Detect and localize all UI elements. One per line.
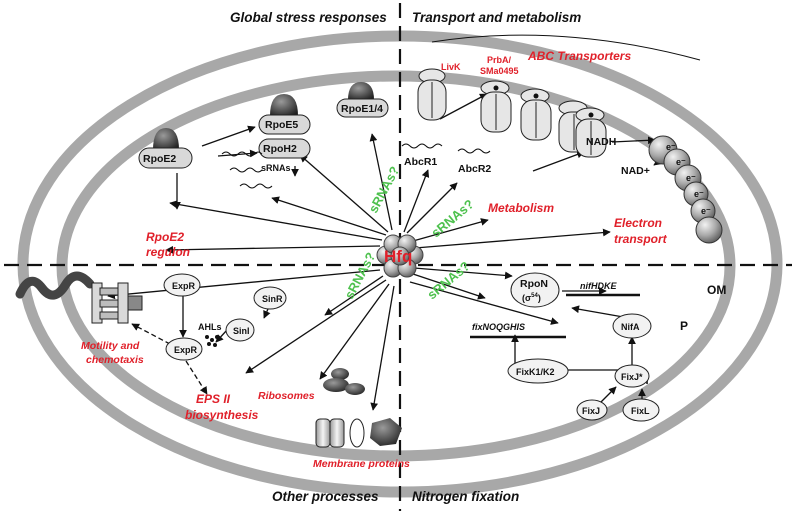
label-abc-transporters: ABC Transporters [527, 49, 631, 63]
title-transport-metabolism: Transport and metabolism [412, 10, 581, 25]
label-nadh: NADH [586, 136, 616, 148]
label-ribosomes: Ribosomes [258, 390, 315, 402]
label-nifhdke: nifHDKE [580, 281, 617, 291]
label-metabolism: Metabolism [488, 201, 554, 215]
label-expr-1: ExpR [172, 281, 196, 291]
label-livk: LivK [441, 62, 461, 72]
label-srnas-top-right: sRNAs? [428, 196, 476, 240]
flagellum [15, 271, 143, 324]
label-electron-transport-1: Electron [614, 216, 662, 230]
label-nifa: NifA [621, 322, 640, 332]
rpon-complex: RpoN (σ54) [510, 272, 560, 308]
title-other-processes: Other processes [272, 489, 379, 504]
label-abcr2: AbcR2 [458, 163, 491, 175]
electron-labels: e⁻ e⁻ e⁻ e⁻ e⁻ [666, 142, 711, 216]
svg-text:e⁻: e⁻ [666, 142, 676, 152]
dashed-arrows [131, 323, 208, 395]
label-motility-2: chemotaxis [86, 354, 144, 366]
label-fixl: FixL [631, 406, 650, 416]
label-membrane-proteins: Membrane proteins [313, 458, 410, 470]
hfq-hexamer [376, 234, 424, 278]
label-rpoh2: RpoH2 [263, 143, 297, 155]
label-motility-1: Motility and [81, 340, 140, 352]
srna-squiggles [221, 151, 273, 189]
label-rpoe14: RpoE1/4 [341, 103, 383, 115]
ribosomes-icon [323, 368, 365, 395]
rpoE14-blob [348, 82, 374, 100]
transporter-5 [575, 107, 607, 158]
transporter-3 [520, 88, 552, 141]
svg-text:e⁻: e⁻ [694, 189, 704, 199]
label-rpoe2-regulon-1: RpoE2 [146, 230, 184, 244]
label-rpoe2-regulon-2: regulon [146, 245, 190, 259]
abcr-squiggles [401, 143, 491, 154]
label-fixj: FixJ [582, 406, 600, 416]
label-eps-2: biosynthesis [185, 408, 259, 422]
rpoE5-blob [270, 94, 298, 116]
label-p: P [680, 319, 688, 333]
svg-text:e⁻: e⁻ [676, 157, 686, 167]
label-prba-1: PrbA/ [487, 55, 512, 65]
label-srnas-top-left: sRNAs? [365, 164, 402, 216]
transporter-2 [480, 80, 512, 133]
label-fixj-star: FixJ* [621, 372, 643, 382]
svg-text:e⁻: e⁻ [701, 206, 711, 216]
label-om: OM [707, 283, 726, 297]
label-sigma: (σ54) [522, 293, 541, 303]
label-electron-transport-2: transport [614, 232, 668, 246]
label-prba-2: SMa0495 [480, 66, 519, 76]
regulation-arrows [107, 75, 666, 411]
abc-transporter-arc [431, 34, 701, 61]
quorum-sensing: ExpR SinR SinI ExpR AHLs [163, 273, 287, 361]
label-rpoe2: RpoE2 [143, 153, 176, 165]
label-abcr1: AbcR1 [404, 156, 437, 168]
label-eps-1: EPS II [196, 392, 231, 406]
label-sinr: SinR [262, 294, 283, 304]
label-nadplus: NAD+ [621, 165, 650, 177]
svg-text:e⁻: e⁻ [686, 173, 696, 183]
rpoE2-blob [153, 128, 179, 150]
label-fixk: FixK1/K2 [516, 367, 555, 377]
title-global-stress: Global stress responses [230, 10, 387, 25]
label-expr-2: ExpR [174, 345, 198, 355]
label-srnas-bottom-left: sRNAs? [341, 250, 378, 302]
stress-proteins: RpoE1/4 RpoE5 RpoH2 RpoE2 [138, 82, 389, 169]
membrane-proteins-icon [315, 418, 402, 448]
label-hfq: Hfq [384, 247, 412, 266]
abc-transporters [417, 68, 607, 158]
label-sini: SinI [233, 326, 250, 336]
label-rpoe5: RpoE5 [265, 119, 298, 131]
label-fixnoqghis: fixNOQGHIS [472, 322, 525, 332]
transporter-1 [417, 68, 447, 121]
label-srnas: sRNAs [261, 163, 291, 173]
electron-chain [648, 135, 723, 244]
label-rpon: RpoN [520, 278, 548, 290]
label-ahls: AHLs [198, 322, 222, 332]
ahl-dots [205, 335, 219, 347]
title-nitrogen-fixation: Nitrogen fixation [412, 489, 519, 504]
